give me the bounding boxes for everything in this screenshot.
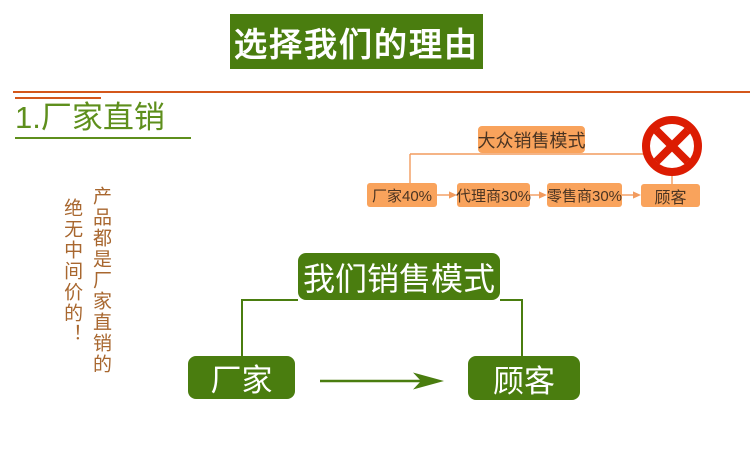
ban-icon	[642, 116, 702, 176]
arrow-right-icon	[413, 372, 444, 390]
page-title: 选择我们的理由	[234, 25, 479, 63]
page-title-banner: 选择我们的理由	[230, 14, 483, 69]
section-title: 1.厂家直销	[15, 101, 191, 139]
mass-node-customer: 顾客	[641, 184, 700, 207]
divider-line	[13, 91, 750, 93]
side-note-line1: 产品都是厂家直销的	[90, 186, 111, 375]
divider-accent-line	[15, 97, 101, 99]
arrow-right-icon	[633, 191, 641, 199]
our-model-title: 我们销售模式	[298, 253, 500, 300]
our-node-factory: 厂家	[188, 356, 295, 399]
mass-model-arrowheads	[449, 191, 641, 199]
side-note: 产品都是厂家直销的 绝无中间价的！	[58, 186, 114, 400]
mass-node-retailer: 零售商30%	[547, 183, 622, 207]
mass-model-connectors	[409, 153, 673, 196]
arrow-right-icon	[539, 191, 547, 199]
mass-model-title: 大众销售模式	[478, 126, 586, 153]
mass-node-factory: 厂家40%	[367, 183, 437, 207]
arrow-right-icon	[449, 191, 457, 199]
side-note-line2: 绝无中间价的！	[61, 198, 83, 345]
mass-node-agent: 代理商30%	[456, 183, 531, 207]
our-node-customer: 顾客	[468, 356, 580, 400]
our-model-connectors	[241, 299, 523, 383]
